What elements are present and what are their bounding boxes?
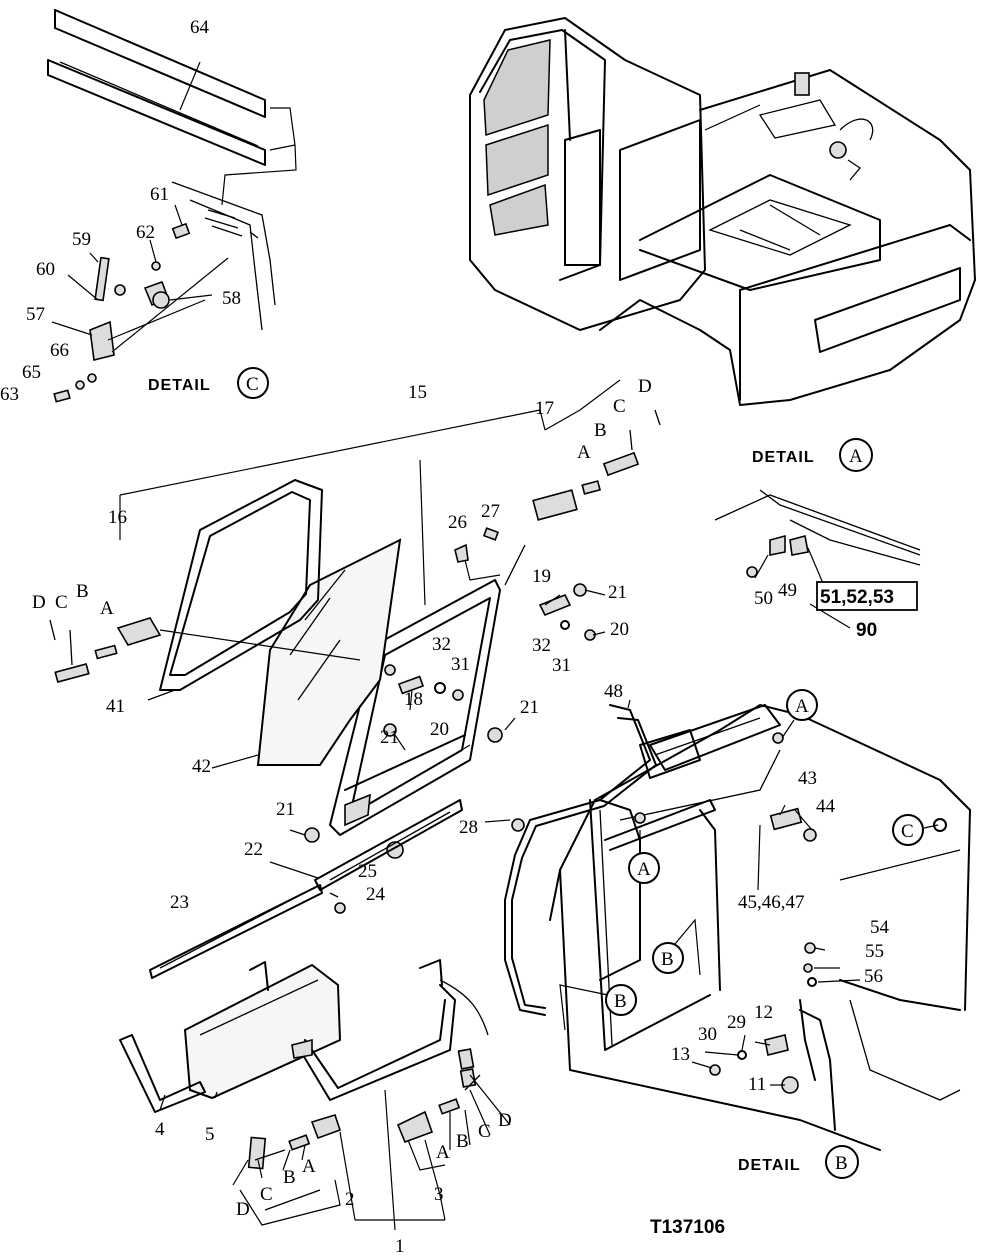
callout-22: 22 bbox=[244, 839, 263, 860]
detail-c-circle bbox=[237, 367, 269, 399]
marker-c-circle bbox=[892, 814, 924, 846]
callout-3c: C bbox=[478, 1121, 491, 1142]
boxed-label-frame bbox=[816, 581, 918, 611]
callout-17b: B bbox=[594, 420, 607, 441]
callout-30: 30 bbox=[698, 1024, 717, 1045]
callout-1: 1 bbox=[395, 1236, 405, 1256]
bottom-window-group bbox=[119, 959, 511, 1231]
callout-65: 65 bbox=[22, 362, 41, 383]
callout-32a: 32 bbox=[432, 634, 451, 655]
callout-57: 57 bbox=[26, 304, 45, 325]
callout-50: 50 bbox=[754, 588, 773, 609]
callout-23: 23 bbox=[170, 892, 189, 913]
callout-32b: 32 bbox=[532, 635, 551, 656]
callout-31a: 31 bbox=[451, 654, 470, 675]
callout-21d: 21 bbox=[276, 799, 295, 820]
callout-16c: C bbox=[55, 592, 68, 613]
callout-59: 59 bbox=[72, 229, 91, 250]
callout-12: 12 bbox=[754, 1002, 773, 1023]
marker-b1: B bbox=[661, 949, 674, 970]
marker-c1: C bbox=[901, 821, 914, 842]
callout-4547: 45,46,47 bbox=[738, 892, 805, 913]
detail-a-word: DETAIL bbox=[752, 449, 815, 466]
callout-18: 18 bbox=[404, 689, 423, 710]
detail-b-circle bbox=[825, 1145, 859, 1179]
callout-58: 58 bbox=[222, 288, 241, 309]
callout-4: 4 bbox=[155, 1119, 165, 1140]
callout-62: 62 bbox=[136, 222, 155, 243]
callout-20b: 20 bbox=[430, 719, 449, 740]
callout-3d: D bbox=[498, 1110, 512, 1131]
callout-63: 63 bbox=[0, 384, 19, 405]
callout-19: 19 bbox=[532, 566, 551, 587]
part-90-label: 90 bbox=[856, 620, 877, 641]
boxed-label: 51,52,53 bbox=[820, 587, 894, 608]
callout-48: 48 bbox=[604, 681, 623, 702]
callout-21b: 21 bbox=[380, 727, 399, 748]
callout-66: 66 bbox=[50, 340, 69, 361]
callout-17a: A bbox=[577, 442, 591, 463]
detail-c-word: DETAIL bbox=[148, 377, 211, 394]
callout-17c: C bbox=[613, 396, 626, 417]
marker-b2: B bbox=[614, 991, 627, 1012]
callout-44: 44 bbox=[816, 796, 836, 817]
callout-24: 24 bbox=[366, 884, 386, 905]
callout-15: 15 bbox=[408, 382, 427, 403]
door-assembly-group bbox=[49, 379, 661, 979]
callout-2: 2 bbox=[345, 1189, 355, 1210]
callout-17d: D bbox=[638, 376, 652, 397]
callout-3b: B bbox=[456, 1131, 469, 1152]
detail-a-group bbox=[469, 17, 976, 406]
callout-16a: A bbox=[100, 598, 114, 619]
detail-c-group bbox=[47, 9, 297, 403]
callout-56: 56 bbox=[864, 966, 883, 987]
callout-3a: A bbox=[436, 1142, 450, 1163]
callout-42: 42 bbox=[192, 756, 211, 777]
callout-60: 60 bbox=[36, 259, 55, 280]
callout-2a: A bbox=[302, 1156, 316, 1177]
marker-b-circle bbox=[652, 942, 684, 974]
callout-16d: D bbox=[32, 592, 46, 613]
callout-29: 29 bbox=[727, 1012, 746, 1033]
callout-2c: C bbox=[260, 1184, 273, 1205]
callout-11: 11 bbox=[748, 1074, 766, 1095]
marker-a2: A bbox=[637, 859, 651, 880]
callout-13: 13 bbox=[671, 1044, 690, 1065]
callout-3: 3 bbox=[434, 1184, 444, 1205]
detail-b-word: DETAIL bbox=[738, 1157, 801, 1174]
callout-21c: 21 bbox=[520, 697, 539, 718]
callout-64: 64 bbox=[190, 17, 210, 38]
callout-49: 49 bbox=[778, 580, 797, 601]
callout-41: 41 bbox=[106, 696, 125, 717]
callout-28: 28 bbox=[459, 817, 478, 838]
callout-16b: B bbox=[76, 581, 89, 602]
marker-a-circle bbox=[628, 852, 660, 884]
detail-b-letter: B bbox=[835, 1153, 848, 1174]
marker-a-circle bbox=[786, 689, 818, 721]
callout-61: 61 bbox=[150, 184, 169, 205]
detail-c-letter: C bbox=[246, 374, 259, 395]
callout-31b: 31 bbox=[552, 655, 571, 676]
callout-16: 16 bbox=[108, 507, 127, 528]
callout-5: 5 bbox=[205, 1124, 215, 1145]
marker-a1: A bbox=[795, 696, 809, 717]
callout-25: 25 bbox=[358, 861, 377, 882]
callout-21a: 21 bbox=[608, 582, 627, 603]
marker-b-circle bbox=[605, 984, 637, 1016]
callout-55: 55 bbox=[865, 941, 884, 962]
figure-code: T137106 bbox=[650, 1217, 725, 1238]
callout-20a: 20 bbox=[610, 619, 629, 640]
callout-54: 54 bbox=[870, 917, 890, 938]
detail-b-group bbox=[504, 699, 971, 1151]
callout-17: 17 bbox=[535, 398, 554, 419]
detail-a-circle bbox=[839, 438, 873, 472]
callout-26: 26 bbox=[448, 512, 467, 533]
callout-2b: B bbox=[283, 1167, 296, 1188]
detail-a-letter: A bbox=[849, 446, 863, 467]
callout-43: 43 bbox=[798, 768, 817, 789]
callout-2d: D bbox=[236, 1199, 250, 1220]
callout-27: 27 bbox=[481, 501, 500, 522]
